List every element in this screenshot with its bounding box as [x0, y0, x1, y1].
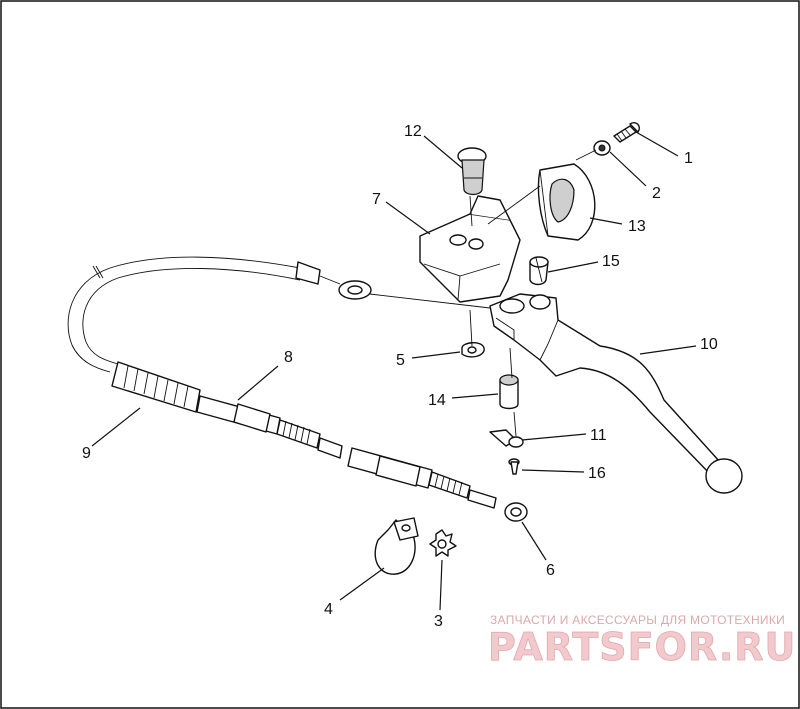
callout-4: 4: [324, 601, 333, 618]
callout-6: 6: [546, 562, 555, 579]
clutch-lever-part-10: [489, 293, 743, 494]
callout-9: 9: [82, 445, 91, 462]
callout-16: 16: [588, 465, 606, 482]
callout-3: 3: [434, 613, 443, 630]
watermark-brand: PARTSFOR.RU: [488, 625, 796, 669]
callout-labels: 1 2 3 4 5 6 7 8 9 10 11 12 13 14 15 16: [82, 123, 718, 630]
handlebar-clamp-part-13: [537, 163, 596, 241]
callout-10: 10: [700, 336, 718, 353]
bushing-part-15: [529, 256, 549, 286]
retaining-clip-part-11: [489, 429, 524, 448]
callout-11: 11: [590, 427, 607, 444]
watermark-tagline: ЗАПЧАСТИ И АКСЕССУАРЫ ДЛЯ МОТОТЕХНИКИ: [490, 613, 785, 627]
callout-13: 13: [628, 218, 646, 235]
washer-part-2: [593, 140, 611, 156]
washer-part-6: [504, 502, 528, 522]
callout-15: 15: [602, 253, 620, 270]
callout-12: 12: [404, 123, 422, 140]
assembly-lines: [369, 149, 597, 437]
clutch-cable: [67, 256, 497, 509]
callout-1: 1: [684, 150, 693, 167]
callout-14: 14: [428, 392, 446, 409]
screw-part-1: [613, 122, 640, 143]
screw-part-16: [508, 458, 520, 475]
clamp-part-4: [374, 517, 419, 575]
star-washer-part-3: [429, 529, 457, 557]
watermark: ЗАПЧАСТИ И АКСЕССУАРЫ ДЛЯ МОТОТЕХНИКИ PA…: [488, 613, 796, 669]
callout-7: 7: [372, 191, 381, 208]
callout-8: 8: [284, 349, 293, 366]
callout-5: 5: [396, 352, 405, 369]
lever-bracket-part-7: [419, 195, 521, 303]
sleeve-part-14: [499, 374, 519, 410]
pivot-pin-part-12: [457, 147, 487, 196]
callout-2: 2: [652, 185, 661, 202]
leader-lines: [91, 131, 697, 611]
clip-part-5: [461, 342, 485, 358]
